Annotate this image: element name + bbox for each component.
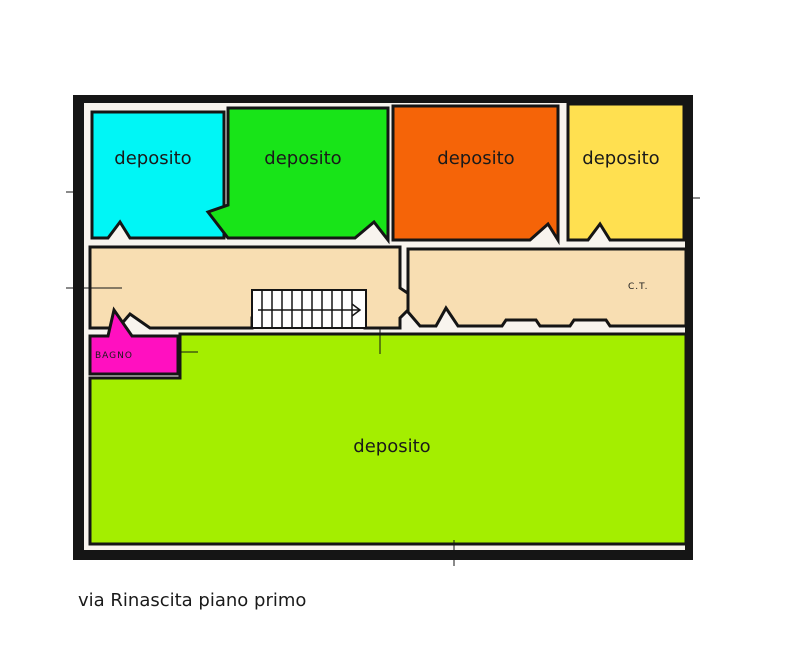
label-deposito-3: deposito [437,148,514,169]
corridor-right [406,247,688,328]
stairs [251,289,367,329]
room-bagno [88,306,180,376]
room-deposito-green [205,106,390,245]
room-deposito-yellow [566,102,686,242]
label-deposito-2: deposito [264,148,341,169]
room-deposito-large [88,332,688,546]
label-deposito-4: deposito [582,148,659,169]
room-deposito-cyan [90,110,226,240]
plan-caption: via Rinascita piano primo [78,590,307,611]
room-deposito-orange [391,104,560,246]
label-bagno: BAGNO [95,351,133,361]
label-deposito-1: deposito [114,148,191,169]
label-deposito-large: deposito [353,436,430,457]
label-ct: C.T. [628,282,648,292]
